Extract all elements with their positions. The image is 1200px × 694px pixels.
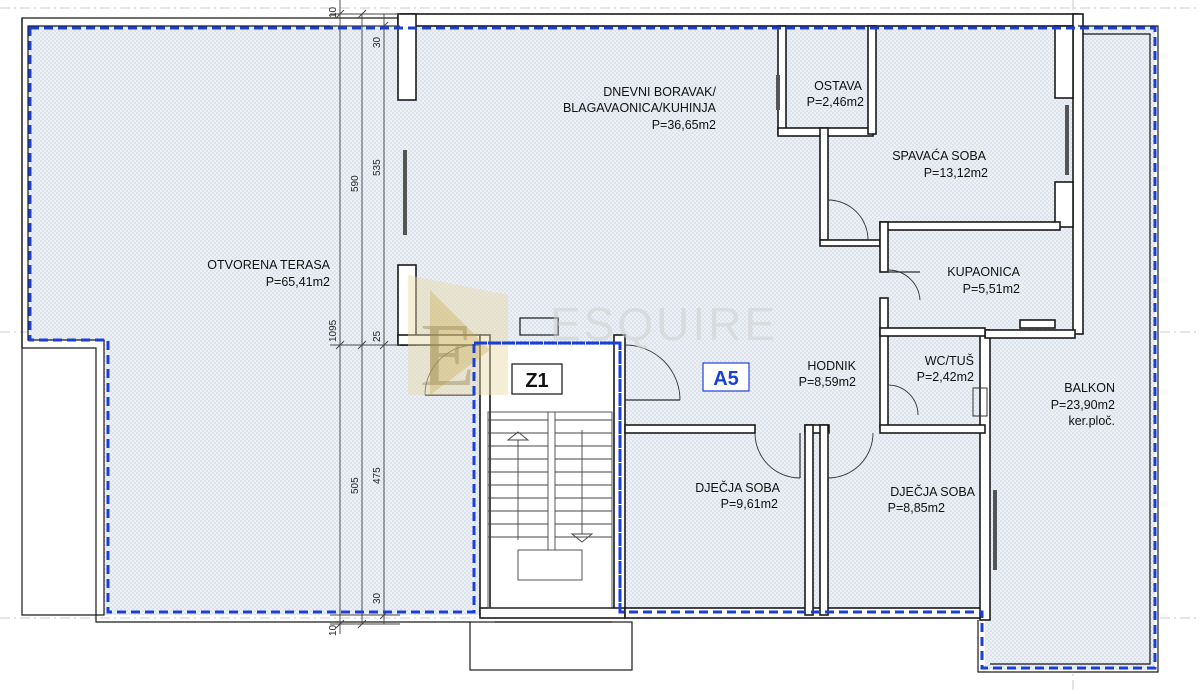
room-dnevni-name1: DNEVNI BORAVAK/ [603,85,716,99]
boundary-z1 [474,341,622,612]
room-terasa-name: OTVORENA TERASA [207,258,330,272]
watermark-text: ESQUIRE [550,298,778,350]
windows [403,75,1069,570]
room-ostava-area: P=2,46m2 [807,95,864,109]
room-dnevni-name2: BLAGAVAONICA/KUHINJA [563,101,717,115]
room-wc-name: WC/TUŠ [925,353,974,368]
dimension-lines [330,0,400,634]
dim-590: 590 [350,175,361,192]
doors [424,199,921,479]
room-labels: OTVORENA TERASA P=65,41m2 DNEVNI BORAVAK… [207,79,1115,515]
dim-25: 25 [372,330,383,342]
room-balkon-area: P=23,90m2 [1051,398,1115,412]
room-spavaca-name: SPAVAĆA SOBA [892,148,986,163]
room-terasa-area: P=65,41m2 [266,275,330,289]
dim-bottom-10: 10 [328,624,339,636]
tag-a5: A5 [702,362,750,392]
watermark: E ESQUIRE [408,275,778,405]
unit-boundaries [28,26,1157,670]
tag-a5-text: A5 [713,368,739,390]
room-wc-area: P=2,42m2 [917,370,974,384]
floor-hatch [28,26,1155,670]
dim-535: 535 [372,159,383,176]
room-djecja1-name: DJEČJA SOBA [695,480,780,495]
room-djecja2-name: DJEČJA SOBA [890,484,975,499]
room-spavaca-area: P=13,12m2 [924,166,988,180]
dim-bottom-30: 30 [372,592,383,604]
room-balkon-name: BALKON [1064,381,1115,395]
dimension-labels: 10 30 590 535 1095 25 505 475 30 10 [328,6,383,636]
dim-505: 505 [350,477,361,494]
watermark-letter: E [420,306,475,405]
room-djecja1-area: P=9,61m2 [721,497,778,511]
dim-top-10: 10 [328,6,339,18]
room-hodnik-area: P=8,59m2 [799,375,856,389]
room-ostava-name: OSTAVA [814,79,863,93]
room-djecja2-area: P=8,85m2 [888,501,945,515]
staircase [487,411,613,609]
room-hodnik-name: HODNIK [807,359,856,373]
dim-1095: 1095 [328,319,339,342]
tag-z1: Z1 [511,363,563,395]
dim-top-30: 30 [372,36,383,48]
room-dnevni-area: P=36,65m2 [652,118,716,132]
dim-475: 475 [372,467,383,484]
tag-z1-text: Z1 [525,370,548,392]
room-kupaonica-area: P=5,51m2 [963,282,1020,296]
room-balkon-note: ker.ploč. [1068,414,1115,428]
room-kupaonica-name: KUPAONICA [947,265,1020,279]
